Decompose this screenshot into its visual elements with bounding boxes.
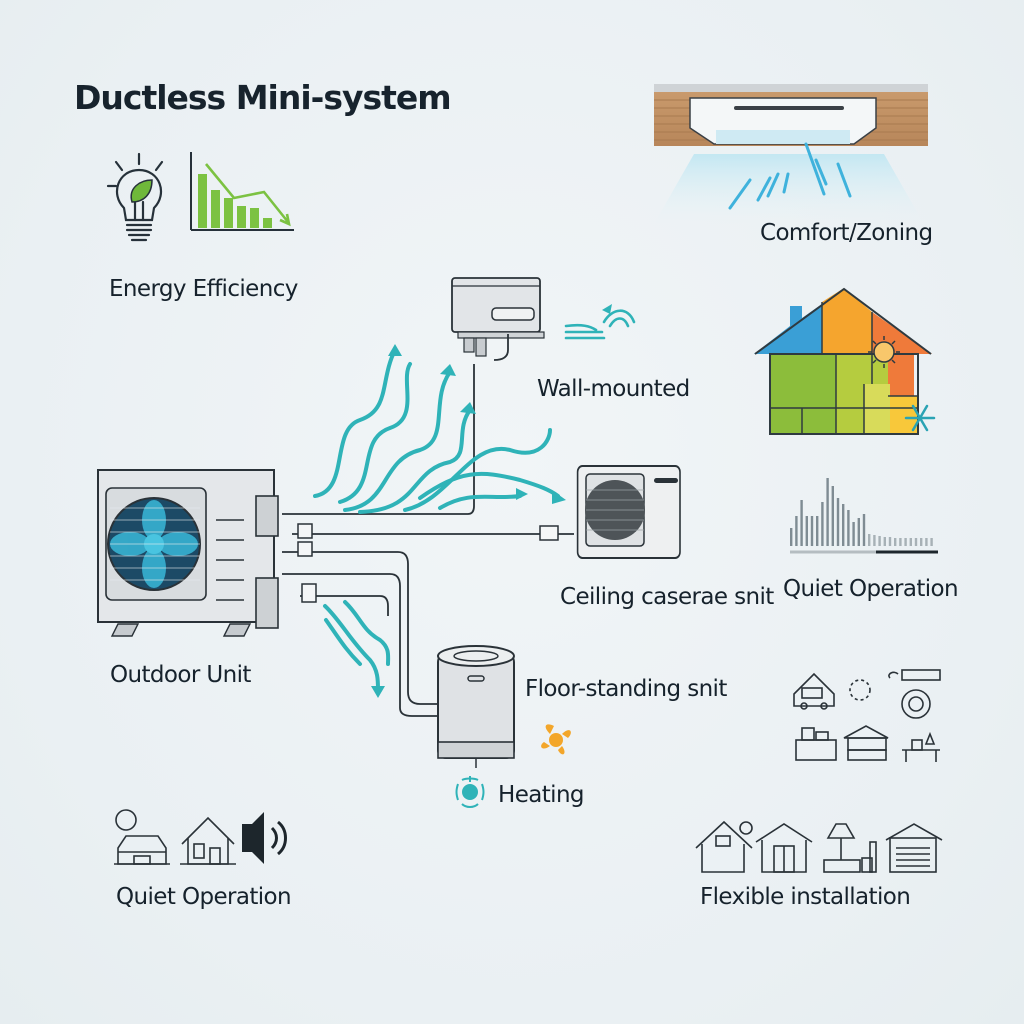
outdoor-unit-icon — [97, 469, 279, 637]
house-icon — [180, 816, 236, 865]
lamp-furniture-icon — [823, 823, 877, 873]
quiet-operation-label-right: Quiet Operation — [783, 576, 959, 602]
snowflake-icon — [904, 404, 936, 432]
shed-icon — [755, 823, 813, 873]
declining-bar-chart-icon — [190, 152, 294, 231]
heating-icon — [455, 776, 485, 808]
floor-standing-label: Floor-standing snit — [525, 676, 727, 702]
house-van-icon — [793, 672, 835, 710]
outdoor-unit-label: Outdoor Unit — [110, 662, 251, 688]
car-icon — [114, 809, 170, 865]
heating-label: Heating — [498, 782, 585, 808]
speaker-icon — [242, 812, 287, 864]
garage-icon — [885, 823, 943, 873]
wall-mounted-unit-icon — [451, 277, 545, 361]
desk-icon — [795, 727, 837, 761]
sun-icon — [873, 341, 895, 363]
installation-scenes-icons — [793, 669, 941, 762]
page-title: Ductless Mini-system — [74, 78, 452, 117]
flexible-installation-icons — [695, 820, 943, 873]
zoned-house-icon — [754, 287, 936, 435]
quiet-operation-icons — [114, 809, 287, 865]
house-icon — [695, 820, 753, 873]
wall-mounted-label: Wall-mounted — [537, 376, 690, 402]
fan-heat-icon — [541, 724, 571, 755]
wall-unit-fan-icon — [888, 669, 941, 719]
lightbulb-leaf-icon — [106, 152, 164, 242]
ceiling-cassette-unit-icon — [576, 465, 681, 559]
airflow-waves-icon — [564, 304, 636, 340]
quiet-operation-label-bottom: Quiet Operation — [116, 884, 292, 910]
flexible-installation-label: Flexible installation — [700, 884, 911, 910]
dotted-circle-icon — [849, 679, 871, 701]
ceiling-cassette-airflow-icon — [654, 84, 928, 224]
floor-standing-unit-icon — [437, 645, 515, 768]
ceiling-cassette-label: Ceiling caserae snit — [560, 584, 774, 610]
bed-icon — [843, 725, 889, 761]
sound-level-bars-icon — [788, 478, 940, 556]
table-icon — [902, 731, 940, 762]
comfort-zoning-label: Comfort/Zoning — [760, 220, 933, 246]
energy-efficiency-label: Energy Efficiency — [109, 276, 298, 302]
